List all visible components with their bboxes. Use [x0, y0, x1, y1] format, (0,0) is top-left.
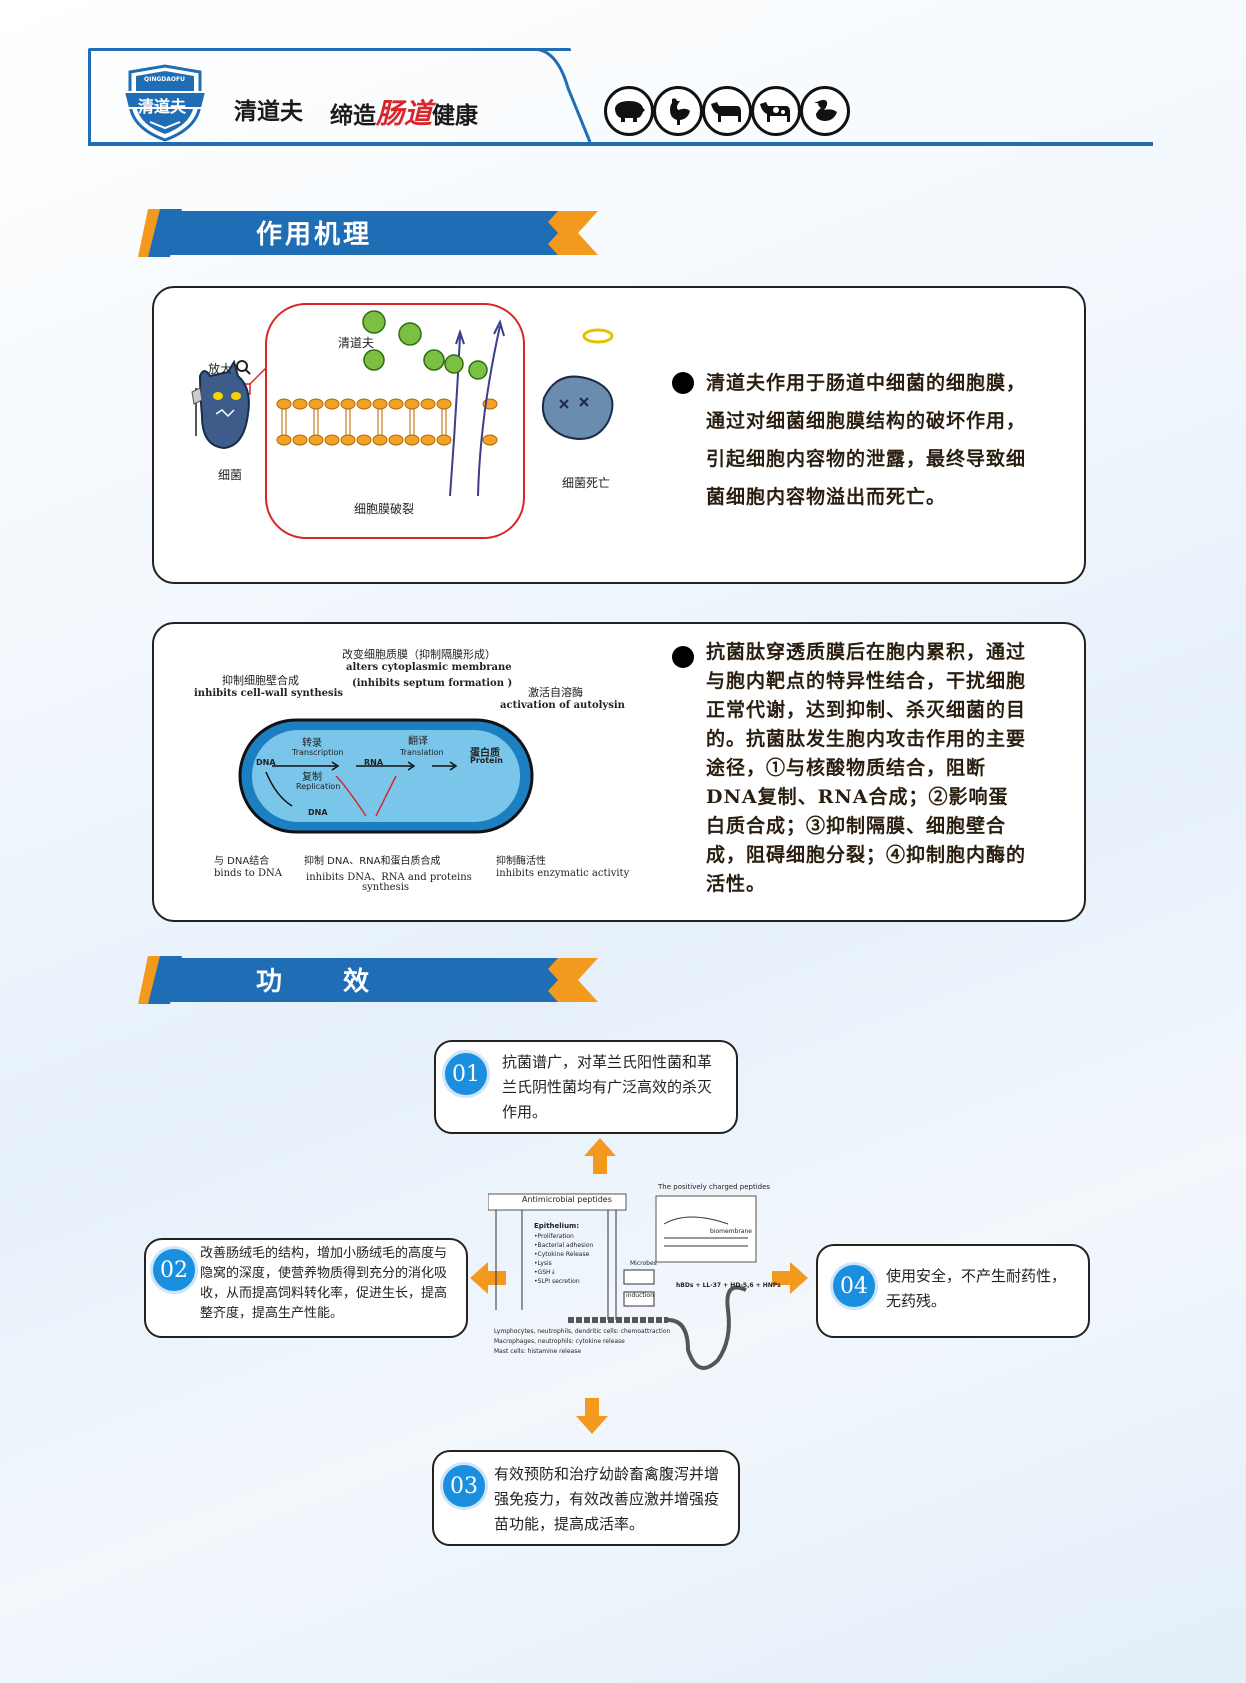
- b1-en: binds to DNA: [214, 868, 282, 879]
- effect-number: 02: [150, 1246, 198, 1294]
- slogan-highlight-2: 道: [404, 97, 433, 130]
- bacteria-label: 细菌: [218, 468, 243, 482]
- slogan: 缔造肠道健康: [330, 92, 478, 132]
- section-header-mechanism: 作用机理: [138, 205, 598, 261]
- brand-name: 清道夫: [234, 99, 303, 125]
- protein-en: Protein: [470, 756, 503, 765]
- effect-text: 使用安全，不产生耐药性，无药残。: [886, 1267, 1067, 1310]
- duck-icon: [800, 86, 850, 136]
- header-line: [88, 142, 1153, 146]
- right-cn: 激活自溶酶: [528, 686, 583, 699]
- epithelium-label: Epithelium:: [534, 1222, 580, 1230]
- effect-text: 抗菌谱广，对革兰氏阳性菌和革兰氏阴性菌均有广泛高效的杀灭作用。: [502, 1053, 713, 1121]
- top-en-1: alters cytoplasmic membrane: [346, 662, 512, 673]
- top-cn: 改变细胞质膜（抑制隔膜形成）: [342, 648, 496, 661]
- section-header-effects: 功 效: [138, 952, 598, 1008]
- logo-text: 清道夫: [138, 97, 187, 116]
- replication-en: Replication: [296, 782, 341, 791]
- footer-line-2: Macrophages, neutrophils: cytokine relea…: [494, 1338, 625, 1345]
- header-frame: [88, 48, 571, 145]
- header-slope: [478, 48, 592, 143]
- zoom-label: 放大: [208, 362, 233, 376]
- microbes-label: Microbes: [630, 1260, 657, 1267]
- membrane-icon: [276, 398, 498, 446]
- epithelium-item: •Proliferation: [534, 1233, 574, 1240]
- mechanism-text-1: 清道夫作用于肠道中细菌的细胞膜，通过对细菌细胞膜结构的破坏作用，引起细胞内容物的…: [706, 372, 1027, 508]
- chicken-icon: [653, 86, 703, 136]
- arrow-down-icon: [576, 1398, 608, 1434]
- b3-en: inhibits enzymatic activity: [496, 868, 630, 879]
- slogan-part-2: 健康: [432, 103, 479, 129]
- mechanism-text-2: 抗菌肽穿透质膜后在胞内累积，通过与胞内靶点的特异性结合，干扰细胞正常代谢，达到抑…: [706, 641, 1027, 895]
- footer-line-1: Lymphocytes, neutrophils, dendritic cell…: [494, 1328, 671, 1335]
- b3-cn: 抑制酶活性: [496, 856, 546, 867]
- dairy-cow-icon: [751, 86, 801, 136]
- epithelium-item: •Bacterial adhesion: [534, 1242, 594, 1249]
- effect-card-02: [144, 1238, 468, 1338]
- effect-number: 03: [440, 1462, 488, 1510]
- cow-icon: [702, 86, 752, 136]
- right-en: activation of autolysin: [500, 700, 625, 711]
- arrow-right-icon: [772, 1262, 808, 1294]
- membrane-small-label: biomembrane: [710, 1228, 752, 1235]
- effect-number: 01: [442, 1050, 490, 1098]
- effect-text: 有效预防和治疗幼龄畜禽腹泻并增强免疫力，有效改善应激并增强疫苗功能，提高成活率。: [494, 1465, 720, 1533]
- b2-en: inhibits DNA、RNA and proteins: [306, 872, 472, 883]
- effect-card-04: [816, 1244, 1090, 1338]
- agent-label: 清道夫: [338, 336, 375, 350]
- b1-cn: 与 DNA结合: [214, 856, 270, 867]
- membrane-label: 细胞膜破裂: [354, 502, 415, 516]
- bullet-dot: [672, 646, 694, 668]
- dead-bacteria-icon: [542, 328, 614, 440]
- slogan-highlight-1: 肠: [376, 97, 405, 130]
- transcription-cn: 转录: [302, 738, 322, 749]
- protein-cn: 蛋白质: [470, 748, 500, 759]
- effect-text: 改善肠绒毛的结构，增加小肠绒毛的高度与隐窝的深度，使营养物质得到充分的消化吸收，…: [200, 1246, 448, 1321]
- diagram-title: Antimicrobial peptides: [522, 1195, 612, 1204]
- intestine-diagram: [488, 1193, 757, 1370]
- hbd-label: hBDs + LL-37 + HD-5,6 + HNPs: [676, 1282, 781, 1289]
- brand-logo: QINGDAOFU 清道夫: [120, 62, 210, 142]
- rna-label: RNA: [364, 758, 384, 767]
- pig-icon: [604, 86, 654, 136]
- bacteria-icon: [191, 359, 250, 450]
- top-en-2: (inhibits septum formation ): [352, 678, 513, 689]
- epithelium-item: •Cytokine Release: [534, 1251, 590, 1258]
- b2-en-2: synthesis: [362, 882, 410, 893]
- translation-cn: 翻译: [408, 736, 428, 747]
- transcription-en: Transcription: [292, 748, 344, 757]
- dna-label: DNA: [256, 758, 276, 767]
- arrow-up-icon: [584, 1138, 616, 1174]
- footer-line-3: Mast cells: histamine release: [494, 1348, 582, 1355]
- epithelium-item: •Lysis: [534, 1260, 552, 1267]
- b2-cn: 抑制 DNA、RNA和蛋白质合成: [304, 856, 441, 867]
- epithelium-list: •Proliferation •Bacterial adhesion •Cyto…: [534, 1232, 593, 1286]
- dna2-label: DNA: [308, 808, 328, 817]
- shield-icon: [122, 64, 208, 142]
- cell-diagram: [238, 718, 534, 834]
- epithelium-item: •SLPI secretion: [534, 1278, 580, 1285]
- replication-cn: 复制: [302, 772, 322, 783]
- logo-top-text: QINGDAOFU: [144, 76, 185, 83]
- dead-label: 细菌死亡: [562, 476, 611, 490]
- inset-title: The positively charged peptides: [658, 1183, 771, 1191]
- left-en: inhibits cell-wall synthesis: [194, 688, 344, 699]
- left-cn: 抑制细胞壁合成: [222, 674, 299, 687]
- membrane-diagram: [191, 303, 614, 539]
- slogan-part-1: 缔造: [330, 103, 376, 129]
- bullet-dot: [672, 372, 694, 394]
- section-title: 作用机理: [256, 220, 373, 250]
- translation-en: Translation: [400, 748, 444, 757]
- arrow-left-icon: [470, 1262, 506, 1294]
- peptide-icon: [362, 310, 488, 380]
- effect-number: 04: [830, 1262, 878, 1310]
- section-title: 功 效: [256, 967, 373, 997]
- induction-label: induction: [626, 1292, 654, 1299]
- epithelium-item: •GSH↓: [534, 1269, 556, 1276]
